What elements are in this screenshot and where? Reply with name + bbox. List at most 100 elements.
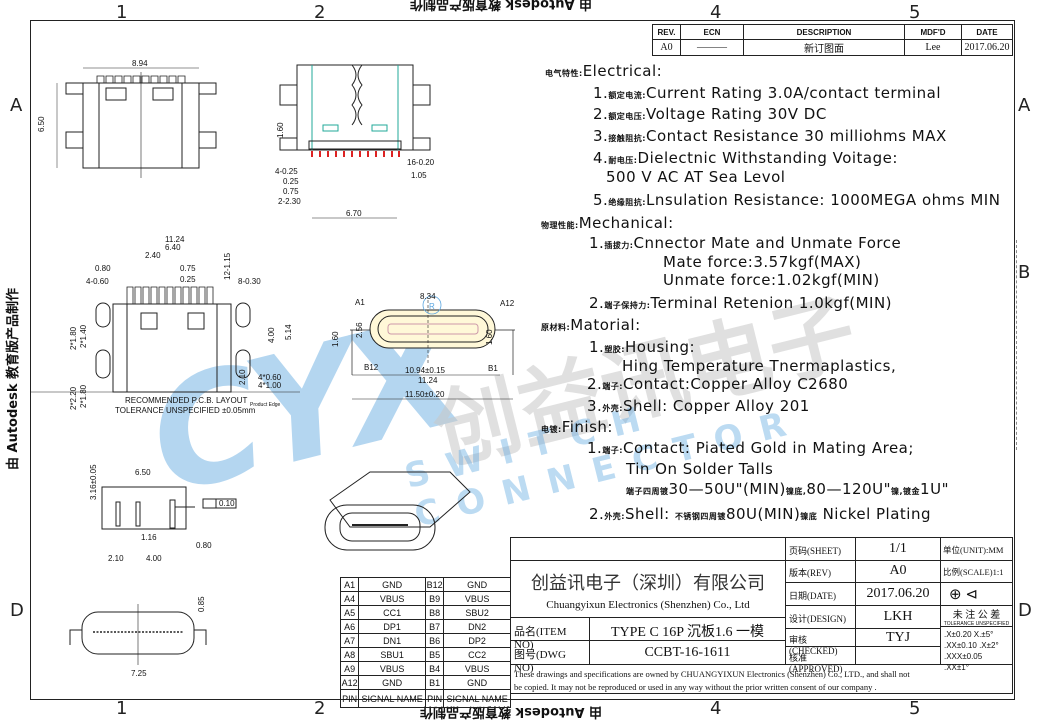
dwg-value: CCBT-16-1611	[589, 640, 786, 665]
dim-bottom-w: 7.25	[131, 669, 147, 678]
dim-pcb-d12: 2*1.80	[69, 326, 78, 350]
rev-header: REV.	[652, 24, 681, 40]
description-header: DESCRIPTION	[743, 24, 905, 40]
pin-header-b: PIN	[424, 689, 445, 708]
company-name-en: Chuangyixun Electronics (Shenzhen) Co., …	[546, 599, 750, 611]
dim-front-d2: 4-0.25	[275, 167, 298, 176]
tolerance-header: 未 注 公 差 TOLERANCE UNSPECIFIED	[940, 605, 1013, 627]
signal-b: CC2	[443, 647, 511, 662]
dim-end-h3: 1.60	[485, 329, 494, 345]
zone-col-4-bottom: 4	[710, 698, 722, 719]
signal-a: GND	[358, 675, 426, 690]
dim-pcb-d2: 6.40	[165, 243, 181, 252]
zone-col-1: 1	[116, 2, 128, 23]
dim-pcb-d16: 4*1.00	[258, 381, 282, 390]
pin-a: A4	[339, 591, 360, 606]
label-b12: B12	[364, 363, 379, 372]
spec-contact-finish-tin: Tin On Solder Talls	[626, 460, 774, 478]
spec-mechanical-heading: 物理性能:Mechanical:	[541, 214, 674, 232]
first-angle-projection-icon: ⊕ ⊲	[949, 587, 978, 603]
dim-pcb-d7: 4-0.60	[86, 277, 109, 286]
pin-a: A8	[339, 647, 360, 662]
spec-current: 1.额定电流:Current Rating 3.0A/contact termi…	[593, 84, 941, 102]
signal-a: GND	[358, 577, 426, 592]
rev-value-tb: A0	[855, 560, 941, 583]
zone-col-4: 4	[710, 2, 722, 23]
tolerance-values: .X±0.20 X.±5° .XX±0.10 .X±2° .XXX±0.05 .…	[940, 626, 1013, 672]
mdfd-value: Lee	[904, 39, 962, 56]
signal-b: SBU2	[443, 605, 511, 620]
pin-b: B9	[424, 591, 445, 606]
dim-pcb-d1: 11.24	[165, 235, 185, 244]
signal-b: VBUS	[443, 661, 511, 676]
dim-end-d3: 11.50±0.20	[405, 390, 445, 399]
dim-front-d6: 6.70	[346, 209, 362, 218]
pin-b: B12	[424, 577, 445, 592]
approved-value	[855, 646, 941, 665]
projection-symbol: ⊕ ⊲	[940, 582, 1013, 606]
dim-side-h: 3.16±0.05	[89, 464, 98, 500]
pin-header: PIN	[339, 689, 360, 708]
registered-mark: R	[429, 302, 435, 311]
spec-unmate-force-min: Unmate force:1.02kgf(MIN)	[663, 271, 880, 289]
signal-b: GND	[443, 577, 511, 592]
dim-bottom-h: 0.85	[197, 596, 206, 612]
design-label: 设计(DESIGN)	[785, 605, 856, 629]
description-value: 新订图面	[743, 39, 905, 56]
signal-a: DN1	[358, 633, 426, 648]
pin-a: A5	[339, 605, 360, 620]
dim-side-d2: 0.80	[196, 541, 212, 550]
tolerance-en: TOLERANCE UNSPECIFIED	[943, 621, 1010, 627]
disclaimer-line-1: These drawings and specifications are ow…	[514, 669, 910, 679]
spec-housing: 1.塑胶:Housing:	[589, 338, 696, 356]
dim-pcb-d17: 2*2.20	[69, 386, 78, 410]
dim-end-d1: 10.94±0.15	[405, 366, 446, 375]
signal-a: CC1	[358, 605, 426, 620]
dim-pcb-d3: 2.40	[145, 251, 161, 260]
spec-shell-finish: 2.外壳:Shell: 不锈钢四周镀80U(MIN)镍底 Nickel Plat…	[589, 505, 931, 523]
zone-col-2: 2	[314, 2, 326, 23]
spec-insulation: 5.绝缘阻抗:Lnsulation Resistance: 1000MEGA o…	[593, 191, 1001, 209]
company-name-cn: 创益讯电子（深圳）有限公司	[531, 573, 765, 593]
signal-header-b: SIGNAL NAME	[443, 689, 511, 708]
zone-row-a: A	[10, 95, 23, 116]
signal-b: GND	[443, 675, 511, 690]
dim-pcb-d11: 4.00	[267, 327, 276, 343]
label-a1: A1	[355, 298, 365, 307]
spec-dielectric-value: 500 V AC AT Sea Levol	[606, 168, 786, 186]
dim-pcb-d10: 5.14	[284, 324, 293, 340]
front-view: 1.60 4-0.25 0.25 0.75 2-2.30 6.70 16-0.2…	[275, 64, 435, 219]
pin-b: B8	[424, 605, 445, 620]
dim-front-d5: 2-2.30	[278, 197, 301, 206]
mdfd-header: MDF'D	[904, 24, 962, 40]
dwg-label: 图号(DWG NO)	[510, 640, 590, 674]
pin-a: A9	[339, 661, 360, 676]
spec-contact-resistance: 3.接触阻抗:Contact Resistance 30 milliohms M…	[593, 127, 947, 145]
spec-terminal-retention: 2.端子保持力:Terminal Retenion 1.0kgf(MIN)	[589, 294, 893, 312]
zone-col-1-bottom: 1	[116, 698, 128, 719]
dim-top-height: 6.50	[37, 116, 46, 132]
checked-label: 审核(CHECKED)	[785, 628, 856, 656]
signal-a: VBUS	[358, 661, 426, 676]
dim-side-d3: 2.10	[108, 554, 124, 563]
zone-row-a-right: A	[1018, 95, 1031, 116]
zone-col-5: 5	[909, 2, 921, 23]
dim-pcb-d4: 12-1.15	[223, 252, 232, 280]
label-a12: A12	[500, 299, 515, 308]
dim-pcb-d13: 2*1.40	[79, 324, 88, 348]
item-label: 品名(ITEM NO)	[510, 617, 590, 651]
spec-dielectric: 4.耐电压:Dielectnic Withstanding Voitage:	[593, 149, 898, 167]
zone-row-b-right: B	[1018, 262, 1031, 283]
tolerance-cn: 未 注 公 差	[952, 610, 1001, 621]
spec-shell-material: 3.外壳:Shell: Copper Alloy 201	[587, 397, 810, 415]
top-view: 8.94 6.50	[37, 59, 217, 178]
dim-pcb-d15: 4*0.60	[258, 373, 282, 382]
sheet-value: 1/1	[855, 537, 941, 561]
company-box: 创益讯电子（深圳）有限公司 Chuangyixun Electronics (S…	[510, 560, 786, 618]
pin-b: B7	[424, 619, 445, 634]
